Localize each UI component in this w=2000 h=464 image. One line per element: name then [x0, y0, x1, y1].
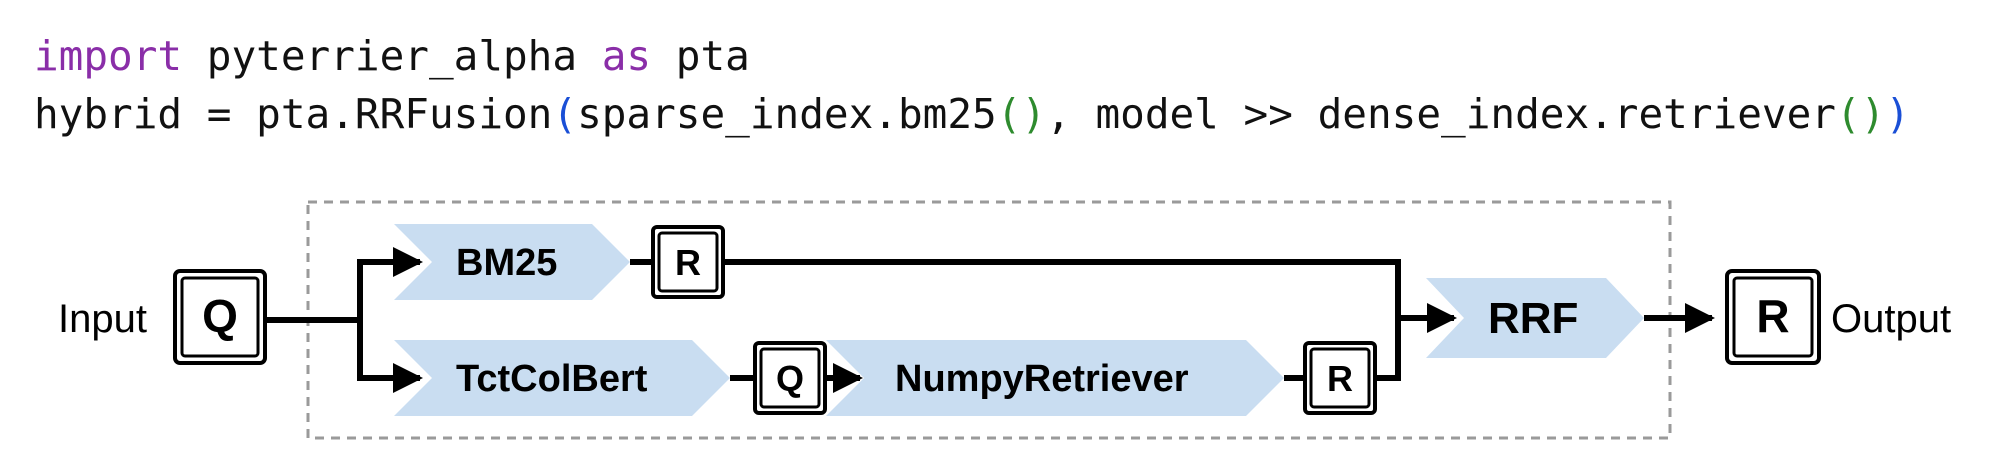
paren-open-retriever: ( [1835, 90, 1861, 138]
numpy-result-to-rrf-line [1374, 318, 1401, 381]
bm25-result-symbol: R [675, 242, 701, 283]
keyword-as: as [601, 32, 652, 80]
paren-open-outer: ( [552, 90, 578, 138]
input-label: Input [58, 297, 147, 341]
stage-labels: BM25 TctColBert NumpyRetriever RRF [456, 242, 1578, 400]
tctcolbert-query-box: Q [753, 341, 827, 415]
paren-close-bm25: ) [1021, 90, 1047, 138]
module-name: pyterrier_alpha [182, 32, 602, 80]
numpy-result-box: R [1303, 341, 1377, 415]
pipeline-connections [264, 247, 1715, 393]
stage-shapes [394, 224, 1644, 416]
paren-close-outer: ) [1885, 90, 1911, 138]
bm25-stage-shape [394, 224, 630, 300]
bm25-result-box: R [651, 225, 725, 299]
module-alias: pta [651, 32, 750, 80]
paren-open-bm25: ( [996, 90, 1022, 138]
rrf-stage-shape [1426, 278, 1644, 358]
output-result-box: R [1725, 269, 1821, 365]
tctcolbert-stage-shape [394, 340, 730, 416]
bm25-result-to-rrf-arrow [724, 259, 1457, 333]
paren-close-retriever: ) [1860, 90, 1886, 138]
input-query-box: Q [173, 269, 267, 365]
numpyretriever-label: NumpyRetriever [895, 358, 1189, 400]
split-to-bm25-arrow [357, 247, 423, 320]
code-arg-dense: , model >> dense_index.retriever [1046, 90, 1836, 138]
numpy-result-symbol: R [1327, 358, 1353, 399]
input-query-symbol: Q [202, 290, 238, 342]
code-line-2: hybrid = pta.RRFusion(sparse_index.bm25(… [34, 85, 1910, 143]
tctcolbert-label: TctColBert [456, 358, 648, 400]
code-prefix: hybrid = pta.RRFusion [34, 90, 553, 138]
split-to-tctcolbert-arrow [357, 320, 423, 393]
keyword-import: import [34, 32, 183, 80]
code-line-1: import pyterrier_alpha as pta [34, 27, 750, 85]
tctcolbert-query-symbol: Q [776, 358, 804, 399]
numpyretriever-stage-shape [826, 340, 1284, 416]
code-arg-sparse: sparse_index.bm25 [577, 90, 997, 138]
output-label: Output [1831, 297, 1951, 341]
rrf-label: RRF [1488, 294, 1578, 343]
output-result-symbol: R [1756, 290, 1789, 342]
bm25-label: BM25 [456, 242, 557, 284]
